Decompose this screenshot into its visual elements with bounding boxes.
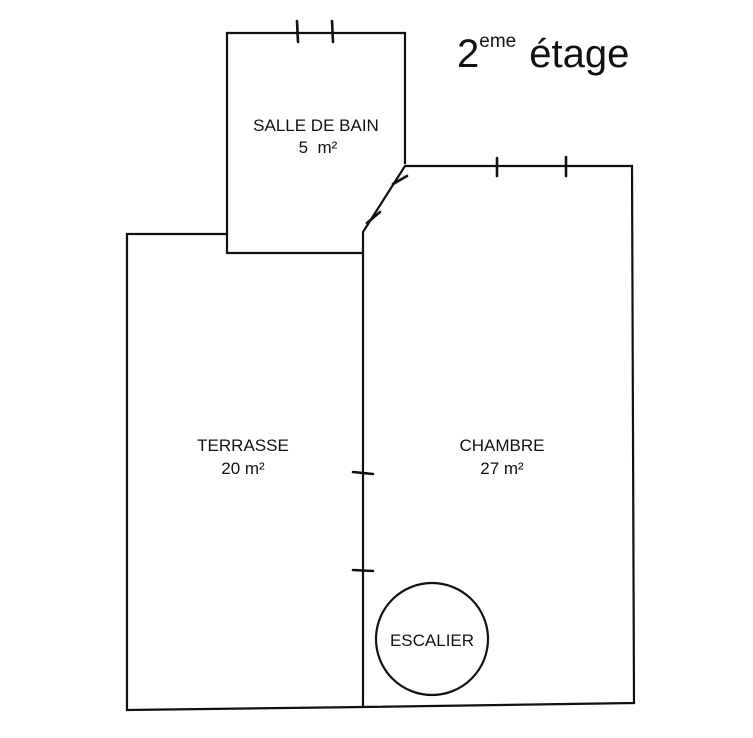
door-mark-terrace-lower bbox=[351, 568, 375, 573]
bedroom-walls bbox=[361, 164, 636, 709]
bathroom-walls bbox=[225, 31, 407, 255]
window-mark-bathroom-left bbox=[295, 19, 300, 44]
staircase-circle bbox=[374, 581, 490, 697]
floor-title: 2eme étage bbox=[457, 31, 629, 76]
terrace-walls bbox=[125, 232, 365, 712]
staircase-label: ESCALIER bbox=[390, 631, 474, 650]
floor-title-word: étage bbox=[529, 32, 629, 76]
terrace-area: 20 m² bbox=[221, 459, 265, 478]
floor-title-number: 2 bbox=[457, 32, 479, 76]
bedroom-area: 27 m² bbox=[480, 459, 524, 478]
bathroom-area: 5 m² bbox=[299, 138, 338, 157]
window-mark-bathroom-right bbox=[330, 19, 335, 44]
bedroom-name: CHAMBRE bbox=[459, 436, 544, 455]
bathroom-name: SALLE DE BAIN bbox=[253, 116, 379, 135]
door-mark-diagonal-lower bbox=[365, 210, 382, 225]
terrace-name: TERRASSE bbox=[197, 436, 289, 455]
door-mark-terrace-upper bbox=[351, 470, 375, 476]
floor-title-superscript: eme bbox=[479, 31, 516, 52]
door-mark-diagonal-upper bbox=[391, 174, 409, 186]
